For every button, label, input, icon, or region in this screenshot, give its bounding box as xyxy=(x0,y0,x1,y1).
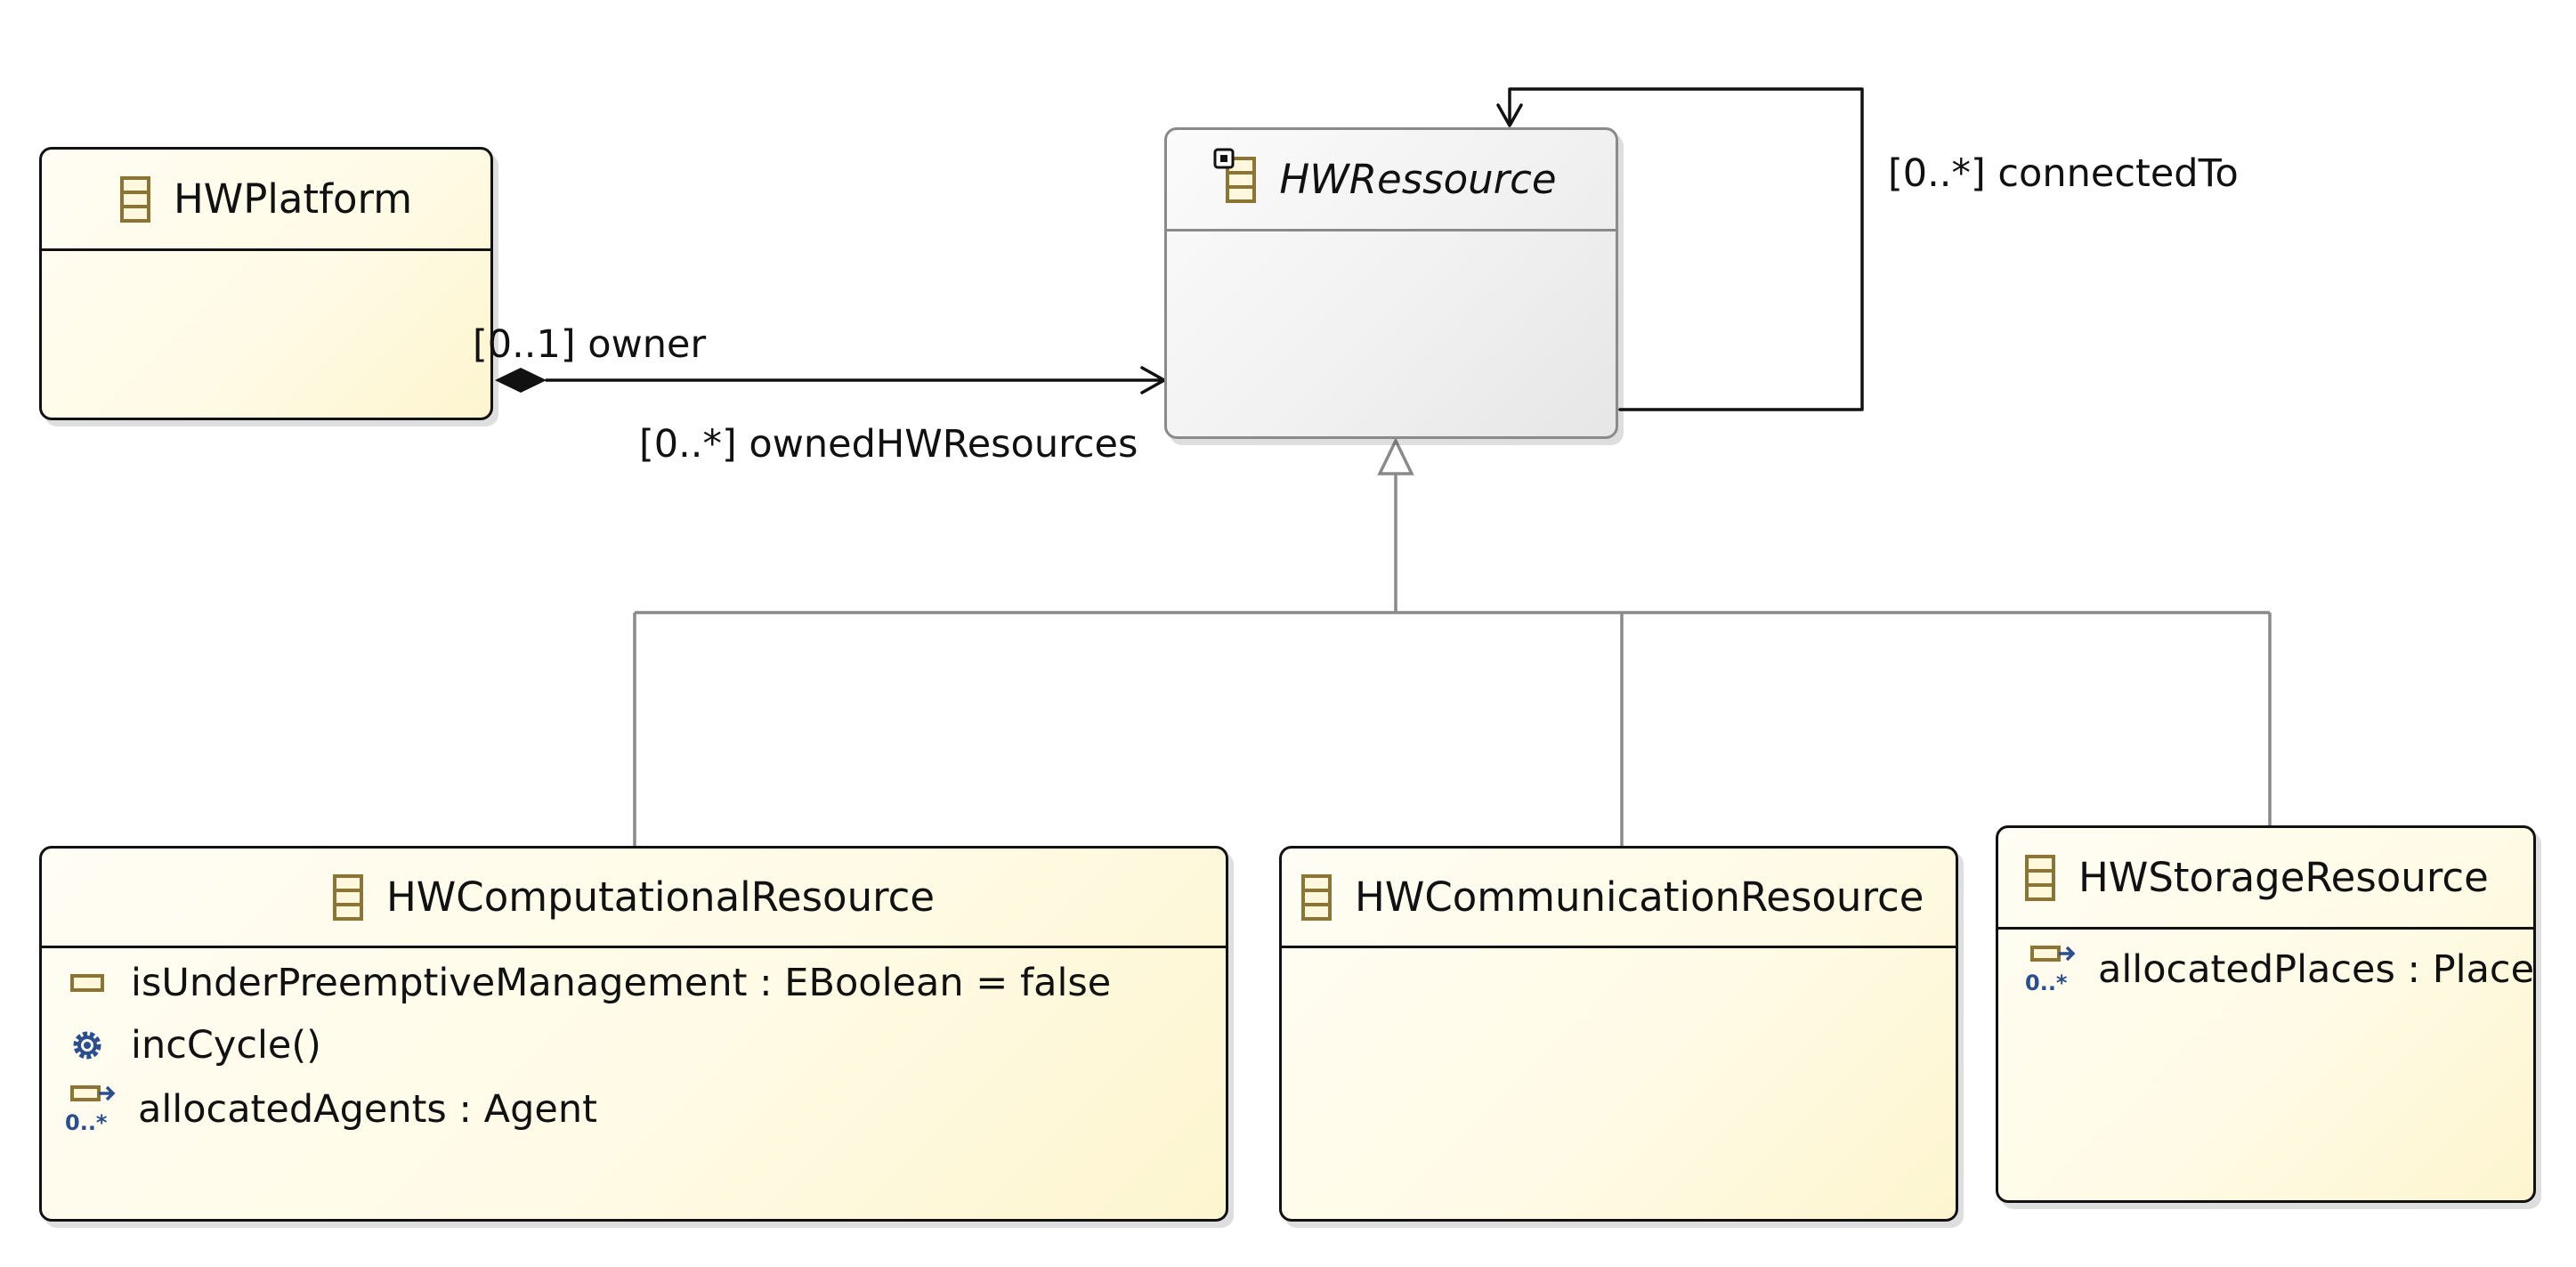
class-name: HWComputationalResource xyxy=(385,873,936,921)
class-name: HWStorageResource xyxy=(2078,854,2489,901)
reference-text: allocatedAgents : Agent xyxy=(138,1086,597,1132)
class-header: HWRessource xyxy=(1167,130,1616,231)
class-hw-storage-resource[interactable]: HWStorageResource 0..* allocatedPlaces :… xyxy=(1996,825,2536,1203)
class-icon xyxy=(332,873,363,921)
class-icon xyxy=(2025,854,2055,901)
attribute-text: isUnderPreemptiveManagement : EBoolean =… xyxy=(131,960,1112,1005)
reference-row[interactable]: 0..* allocatedPlaces : Place xyxy=(2023,944,2535,995)
class-hw-ressource[interactable]: HWRessource xyxy=(1164,127,1618,439)
operation-row[interactable]: incCycle() xyxy=(69,1023,321,1068)
class-hw-computational-resource[interactable]: HWComputationalResource isUnderPreemptiv… xyxy=(39,846,1228,1222)
reference-icon: 0..* xyxy=(65,1085,116,1135)
reference-icon: 0..* xyxy=(2025,946,2076,995)
reference-multiplicity: 0..* xyxy=(2025,971,2068,995)
operation-text: incCycle() xyxy=(131,1022,321,1068)
class-header: HWPlatform xyxy=(42,150,490,251)
reference-row[interactable]: 0..* allocatedAgents : Agent xyxy=(63,1084,624,1135)
class-name: HWCommunicationResource xyxy=(1355,873,1924,921)
owner-role-label[interactable]: [0..1] owner xyxy=(473,322,707,367)
owned-resources-role-label[interactable]: [0..*] ownedHWResources xyxy=(639,422,1138,467)
class-header: HWCommunicationResource xyxy=(1282,849,1956,948)
class-hw-communication-resource[interactable]: HWCommunicationResource xyxy=(1279,846,1958,1222)
class-name: HWPlatform xyxy=(173,175,413,223)
connected-to-loop[interactable] xyxy=(1508,87,1864,411)
attribute-row[interactable]: isUnderPreemptiveManagement : EBoolean =… xyxy=(69,961,1111,1005)
reference-text: allocatedPlaces : Place xyxy=(2098,946,2535,992)
composition-diamond xyxy=(495,368,547,393)
class-header: HWStorageResource xyxy=(1998,828,2533,930)
attribute-icon xyxy=(70,974,104,992)
class-icon xyxy=(1301,873,1332,921)
class-header: HWComputationalResource xyxy=(42,849,1226,948)
connected-to-arrowhead xyxy=(1496,103,1523,127)
class-icon xyxy=(119,175,150,223)
gear-icon xyxy=(73,1031,101,1060)
class-name: HWRessource xyxy=(1279,156,1557,203)
connected-to-role-label[interactable]: [0..*] connectedTo xyxy=(1888,151,2239,196)
abstract-class-icon xyxy=(1213,148,1257,203)
reference-multiplicity: 0..* xyxy=(65,1110,108,1135)
generalization-arrowhead xyxy=(1377,436,1414,475)
class-hw-platform[interactable]: HWPlatform xyxy=(39,147,493,420)
